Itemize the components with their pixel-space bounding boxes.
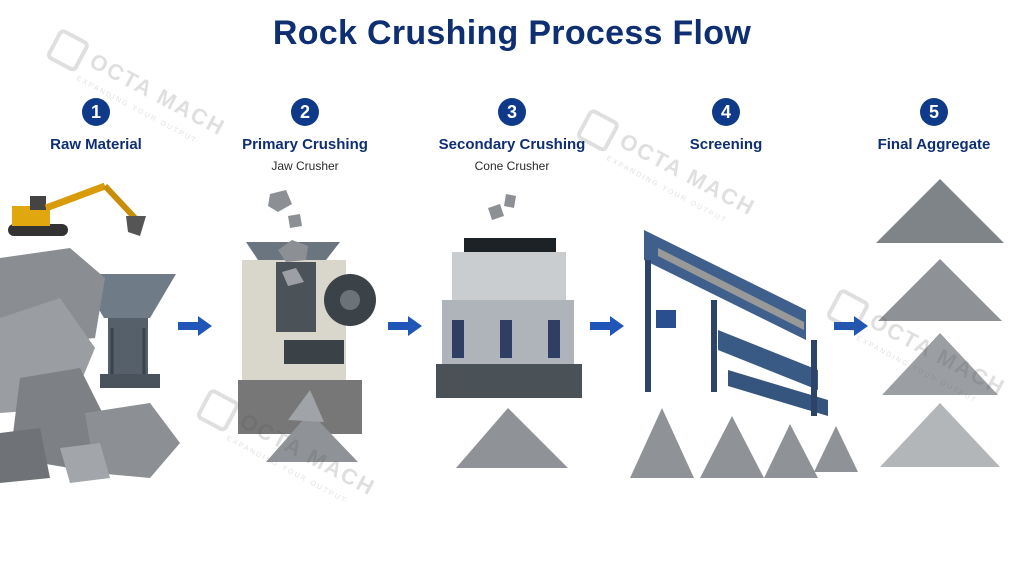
rock-pile-icon	[0, 248, 180, 483]
flow-arrow-icon	[834, 316, 868, 336]
medium-aggregate-pile-icon	[878, 259, 1002, 321]
screened-material-piles-icon	[630, 408, 858, 478]
vibrating-screen-icon	[644, 230, 828, 416]
excavator-icon	[8, 182, 146, 236]
flow-arrow-icon	[590, 316, 624, 336]
flow-arrow-icon	[388, 316, 422, 336]
stage-label-raw-material: Raw Material	[50, 136, 142, 153]
step-badge-5: 5	[920, 98, 948, 126]
flow-arrow-icon	[178, 316, 212, 336]
cone-crusher-illustration	[436, 194, 582, 468]
final-aggregate-illustration	[876, 179, 1004, 467]
sand-pile-icon	[880, 403, 1000, 467]
stage-secondary-crushing: 3 Secondary Crushing Cone Crusher	[412, 98, 612, 173]
crushed-stone-pile-icon	[266, 390, 358, 462]
coarse-aggregate-pile-icon	[876, 179, 1004, 243]
crushed-stone-pile-icon	[456, 408, 568, 468]
raw-material-illustration	[0, 182, 180, 483]
step-badge-3: 3	[498, 98, 526, 126]
stage-label-primary-crushing: Primary Crushing	[242, 136, 368, 153]
stage-label-final-aggregate: Final Aggregate	[877, 136, 991, 153]
stage-sub-cone-crusher: Cone Crusher	[474, 159, 550, 173]
falling-rocks-icon	[268, 190, 302, 228]
stage-screening: 4 Screening	[626, 98, 826, 153]
fine-aggregate-pile-icon	[882, 333, 998, 395]
stage-raw-material: 1 Raw Material	[0, 98, 196, 153]
stage-sub-jaw-crusher: Jaw Crusher	[271, 159, 339, 173]
stage-final-aggregate: 5 Final Aggregate	[834, 98, 1024, 153]
stage-primary-crushing: 2 Primary Crushing Jaw Crusher	[205, 98, 405, 173]
stage-label-secondary-crushing: Secondary Crushing	[438, 136, 586, 153]
jaw-crusher-icon	[238, 240, 376, 434]
step-badge-2: 2	[291, 98, 319, 126]
falling-rocks-icon	[488, 194, 516, 220]
stage-label-screening: Screening	[689, 136, 763, 153]
page-title: Rock Crushing Process Flow	[272, 14, 752, 52]
step-badge-1: 1	[82, 98, 110, 126]
cone-crusher-icon	[436, 238, 582, 398]
jaw-crusher-illustration	[238, 190, 376, 462]
vibrating-screen-illustration	[630, 230, 858, 478]
step-badge-4: 4	[712, 98, 740, 126]
